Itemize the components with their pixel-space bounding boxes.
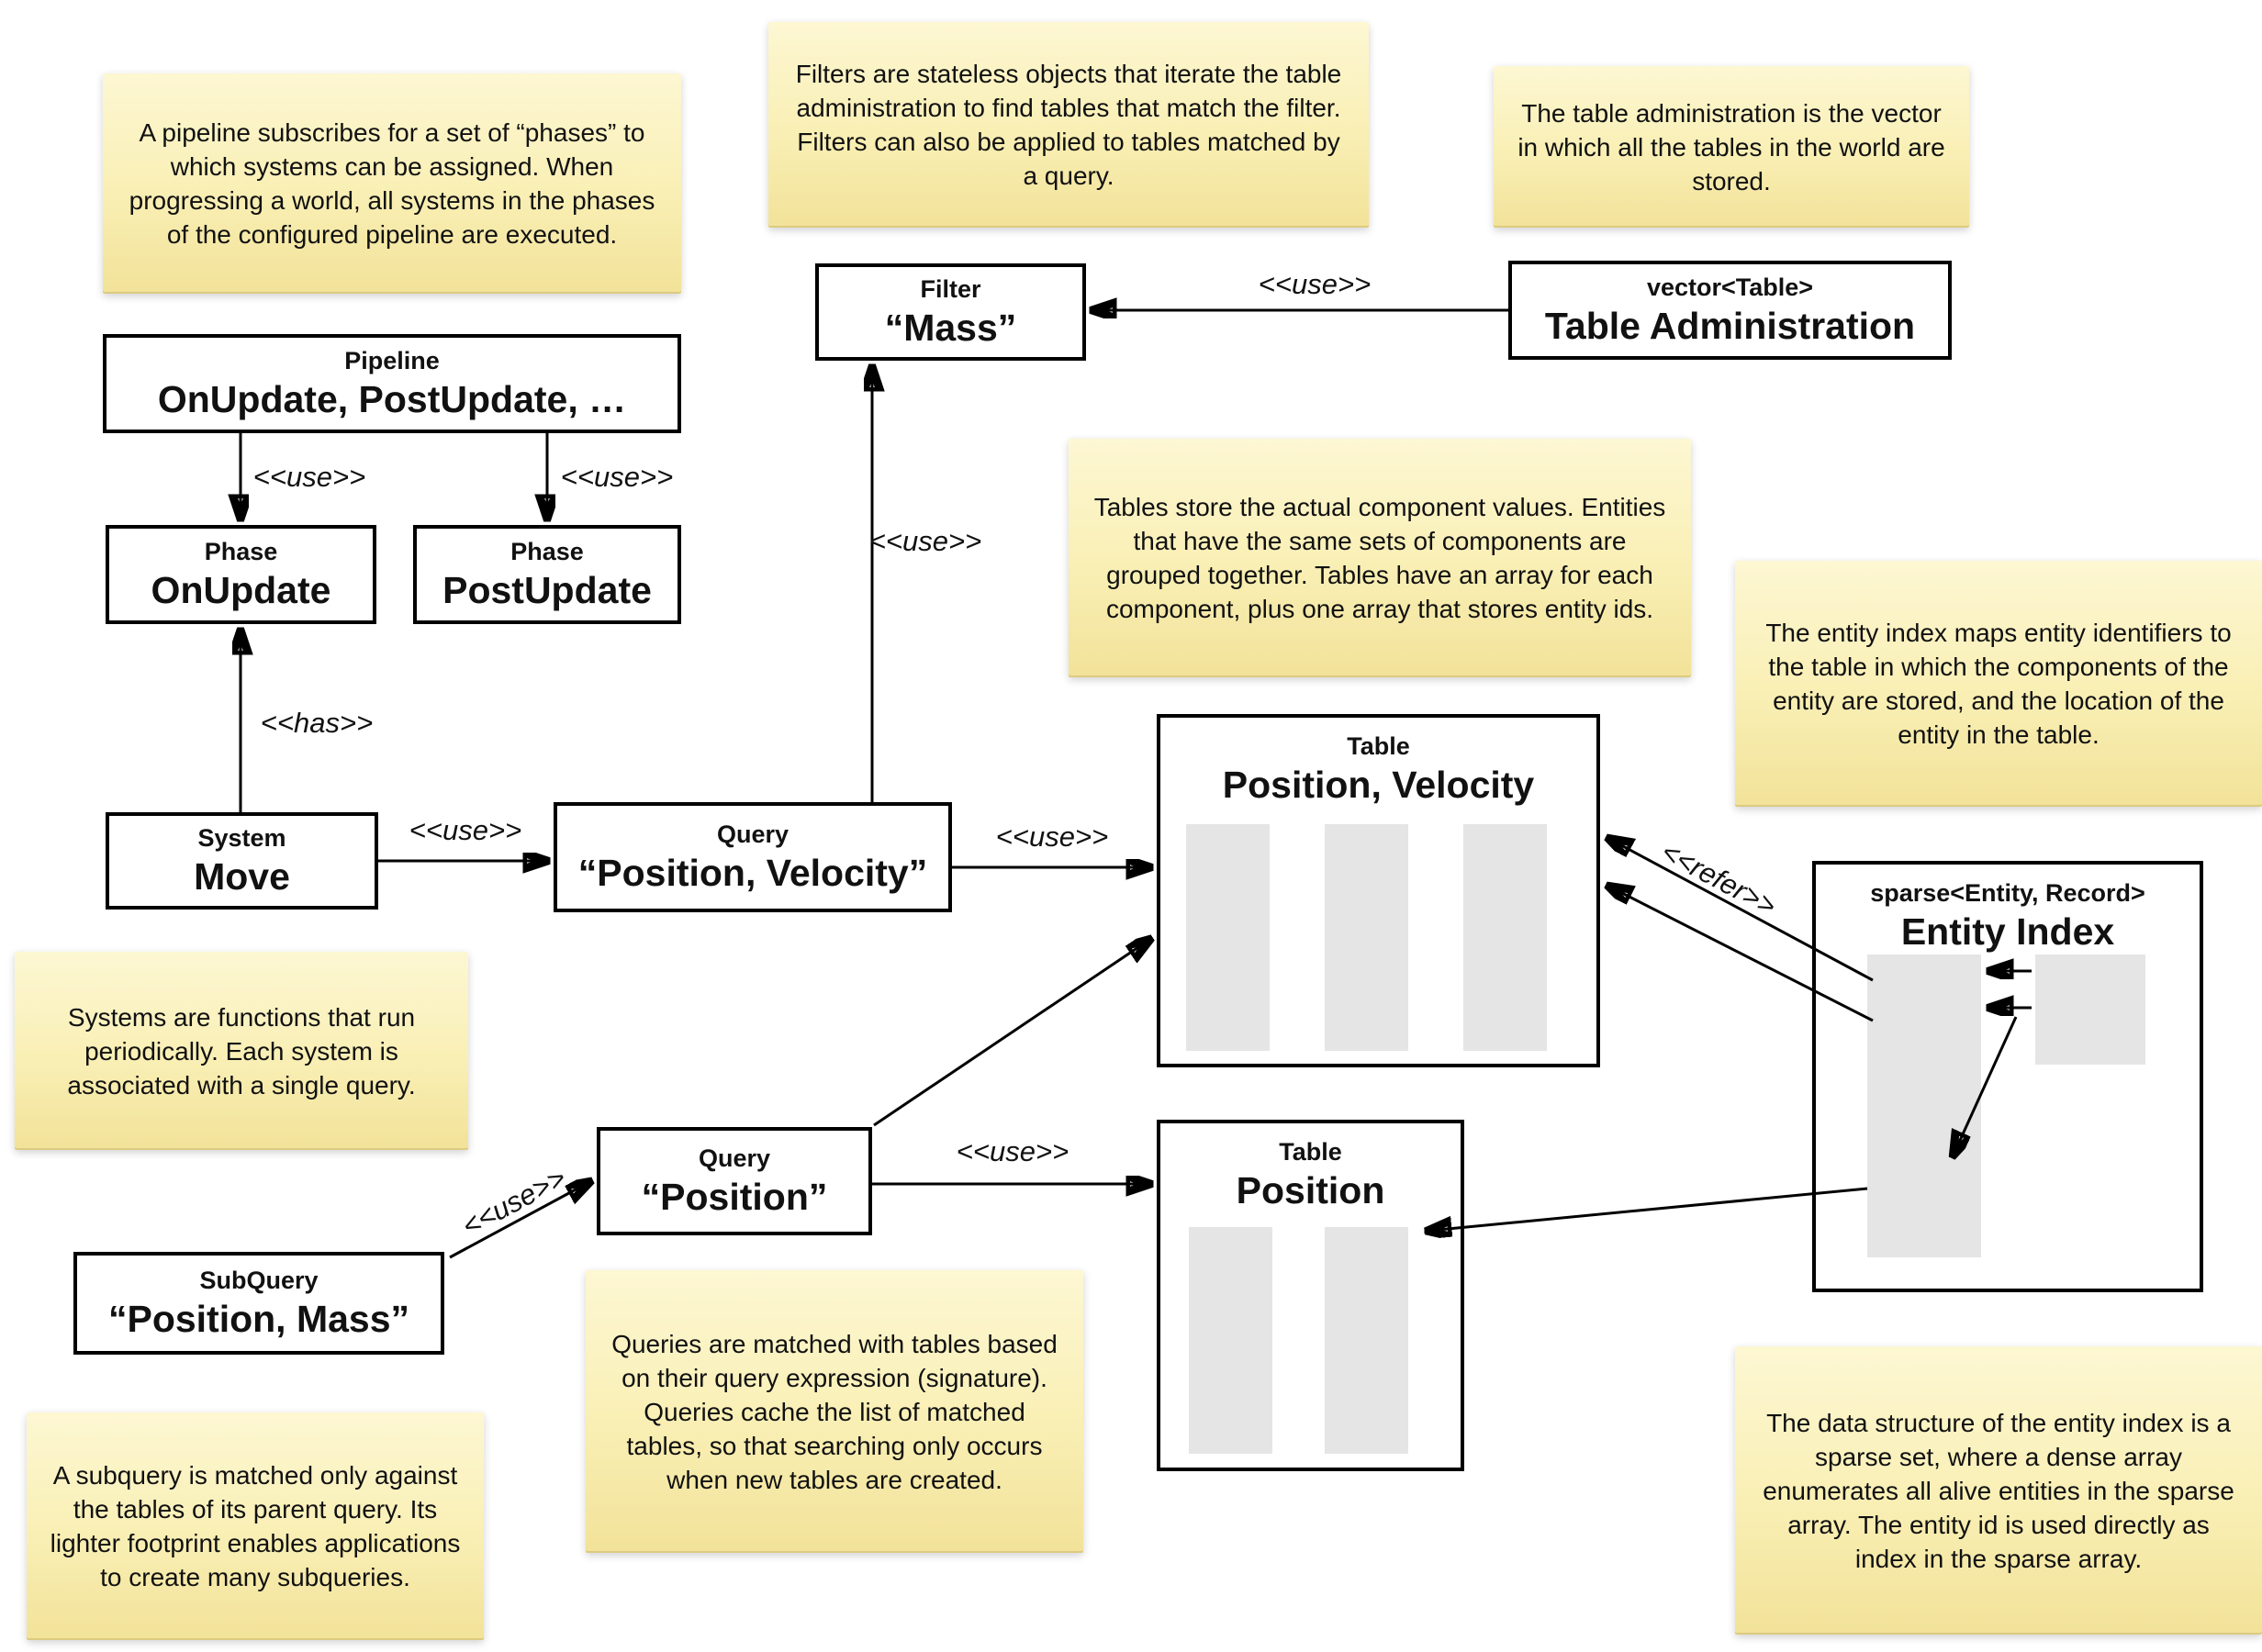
component-array-column [1189,1227,1272,1454]
uml-box-system-move: System Move [106,812,378,910]
box-stereotype: SubQuery [199,1267,319,1294]
box-stereotype: Phase [510,538,584,565]
sticky-note-tables: Tables store the actual component values… [1069,439,1691,677]
note-text: Tables store the actual component values… [1093,493,1666,623]
component-array-column [1463,824,1547,1051]
box-stereotype: vector<Table> [1646,273,1814,301]
note-text: The entity index maps entity identifiers… [1765,619,2232,749]
box-name: “Position, Mass” [107,1298,410,1340]
box-stereotype: sparse<Entity, Record> [1870,879,2145,907]
box-stereotype: Table [1279,1138,1342,1166]
note-text: A subquery is matched only against the t… [50,1461,461,1591]
dense-array-box [2035,954,2145,1065]
edge-label-refer: <<refer>> [1655,835,1782,922]
uml-box-phase-onupdate: Phase OnUpdate [106,525,376,624]
component-array-column [1325,1227,1408,1454]
edge-label-has: <<has>> [260,707,374,739]
box-name: “Mass” [884,307,1017,349]
sticky-note-entity-index: The entity index maps entity identifiers… [1735,561,2262,807]
box-stereotype: Query [698,1144,771,1172]
uml-box-filter-mass: Filter “Mass” [815,263,1086,361]
note-text: Filters are stateless objects that itera… [795,60,1342,190]
box-name: Move [194,855,290,898]
edge-label-use: <<use>> [252,461,366,493]
note-text: The data structure of the entity index i… [1763,1408,2234,1573]
sticky-note-sparse-set: The data structure of the entity index i… [1735,1346,2262,1635]
sticky-note-table-administration: The table administration is the vector i… [1494,66,1969,228]
uml-box-query-position-velocity: Query “Position, Velocity” [554,802,952,912]
uml-box-subquery-position-mass: SubQuery “Position, Mass” [73,1252,444,1355]
sticky-note-queries: Queries are matched with tables based on… [586,1270,1083,1553]
sparse-array-column [1867,954,1981,1257]
uml-box-phase-postupdate: Phase PostUpdate [413,525,681,624]
arrow-entity-index-to-table-position [1428,1187,1868,1231]
box-name: Entity Index [1900,910,2115,953]
edge-label-use: <<use>> [956,1135,1069,1167]
box-name: Position, Velocity [1222,764,1535,806]
edge-label-use: <<use>> [560,461,674,493]
edge-label-use: <<use>> [456,1161,572,1243]
edge-label-use: <<use>> [409,814,522,846]
uml-box-pipeline: Pipeline OnUpdate, PostUpdate, … [103,334,681,433]
box-name: Table Administration [1544,305,1916,347]
note-text: A pipeline subscribes for a set of “phas… [129,118,655,249]
uml-box-query-position: Query “Position” [597,1127,872,1235]
box-name: OnUpdate, PostUpdate, … [157,378,627,420]
box-name: “Position, Velocity” [577,852,928,894]
note-text: The table administration is the vector i… [1517,98,1945,195]
box-name: OnUpdate [151,569,331,611]
box-name: PostUpdate [442,569,652,611]
component-array-column [1186,824,1270,1051]
sticky-note-filters: Filters are stateless objects that itera… [768,22,1369,228]
box-name: Position [1236,1169,1385,1211]
note-text: Systems are functions that run periodica… [67,1002,416,1099]
edge-label-use: <<use>> [868,525,982,557]
uml-box-table-administration: vector<Table> Table Administration [1508,261,1952,360]
box-stereotype: Table [1347,732,1410,760]
sticky-note-subquery: A subquery is matched only against the t… [27,1412,484,1640]
box-stereotype: System [197,824,286,852]
arrow-query-p-to-table-pv [873,940,1149,1127]
note-text: Queries are matched with tables based on… [611,1329,1058,1494]
edge-label-use: <<use>> [995,820,1109,853]
sticky-note-pipeline: A pipeline subscribes for a set of “phas… [103,73,681,294]
box-stereotype: Phase [204,538,278,565]
sticky-note-systems: Systems are functions that run periodica… [15,952,468,1150]
edge-label-use: <<use>> [1258,268,1372,300]
box-stereotype: Query [716,820,789,848]
box-name: “Position” [641,1176,828,1218]
box-stereotype: Filter [920,275,981,303]
box-stereotype: Pipeline [344,347,440,374]
component-array-column [1325,824,1408,1051]
